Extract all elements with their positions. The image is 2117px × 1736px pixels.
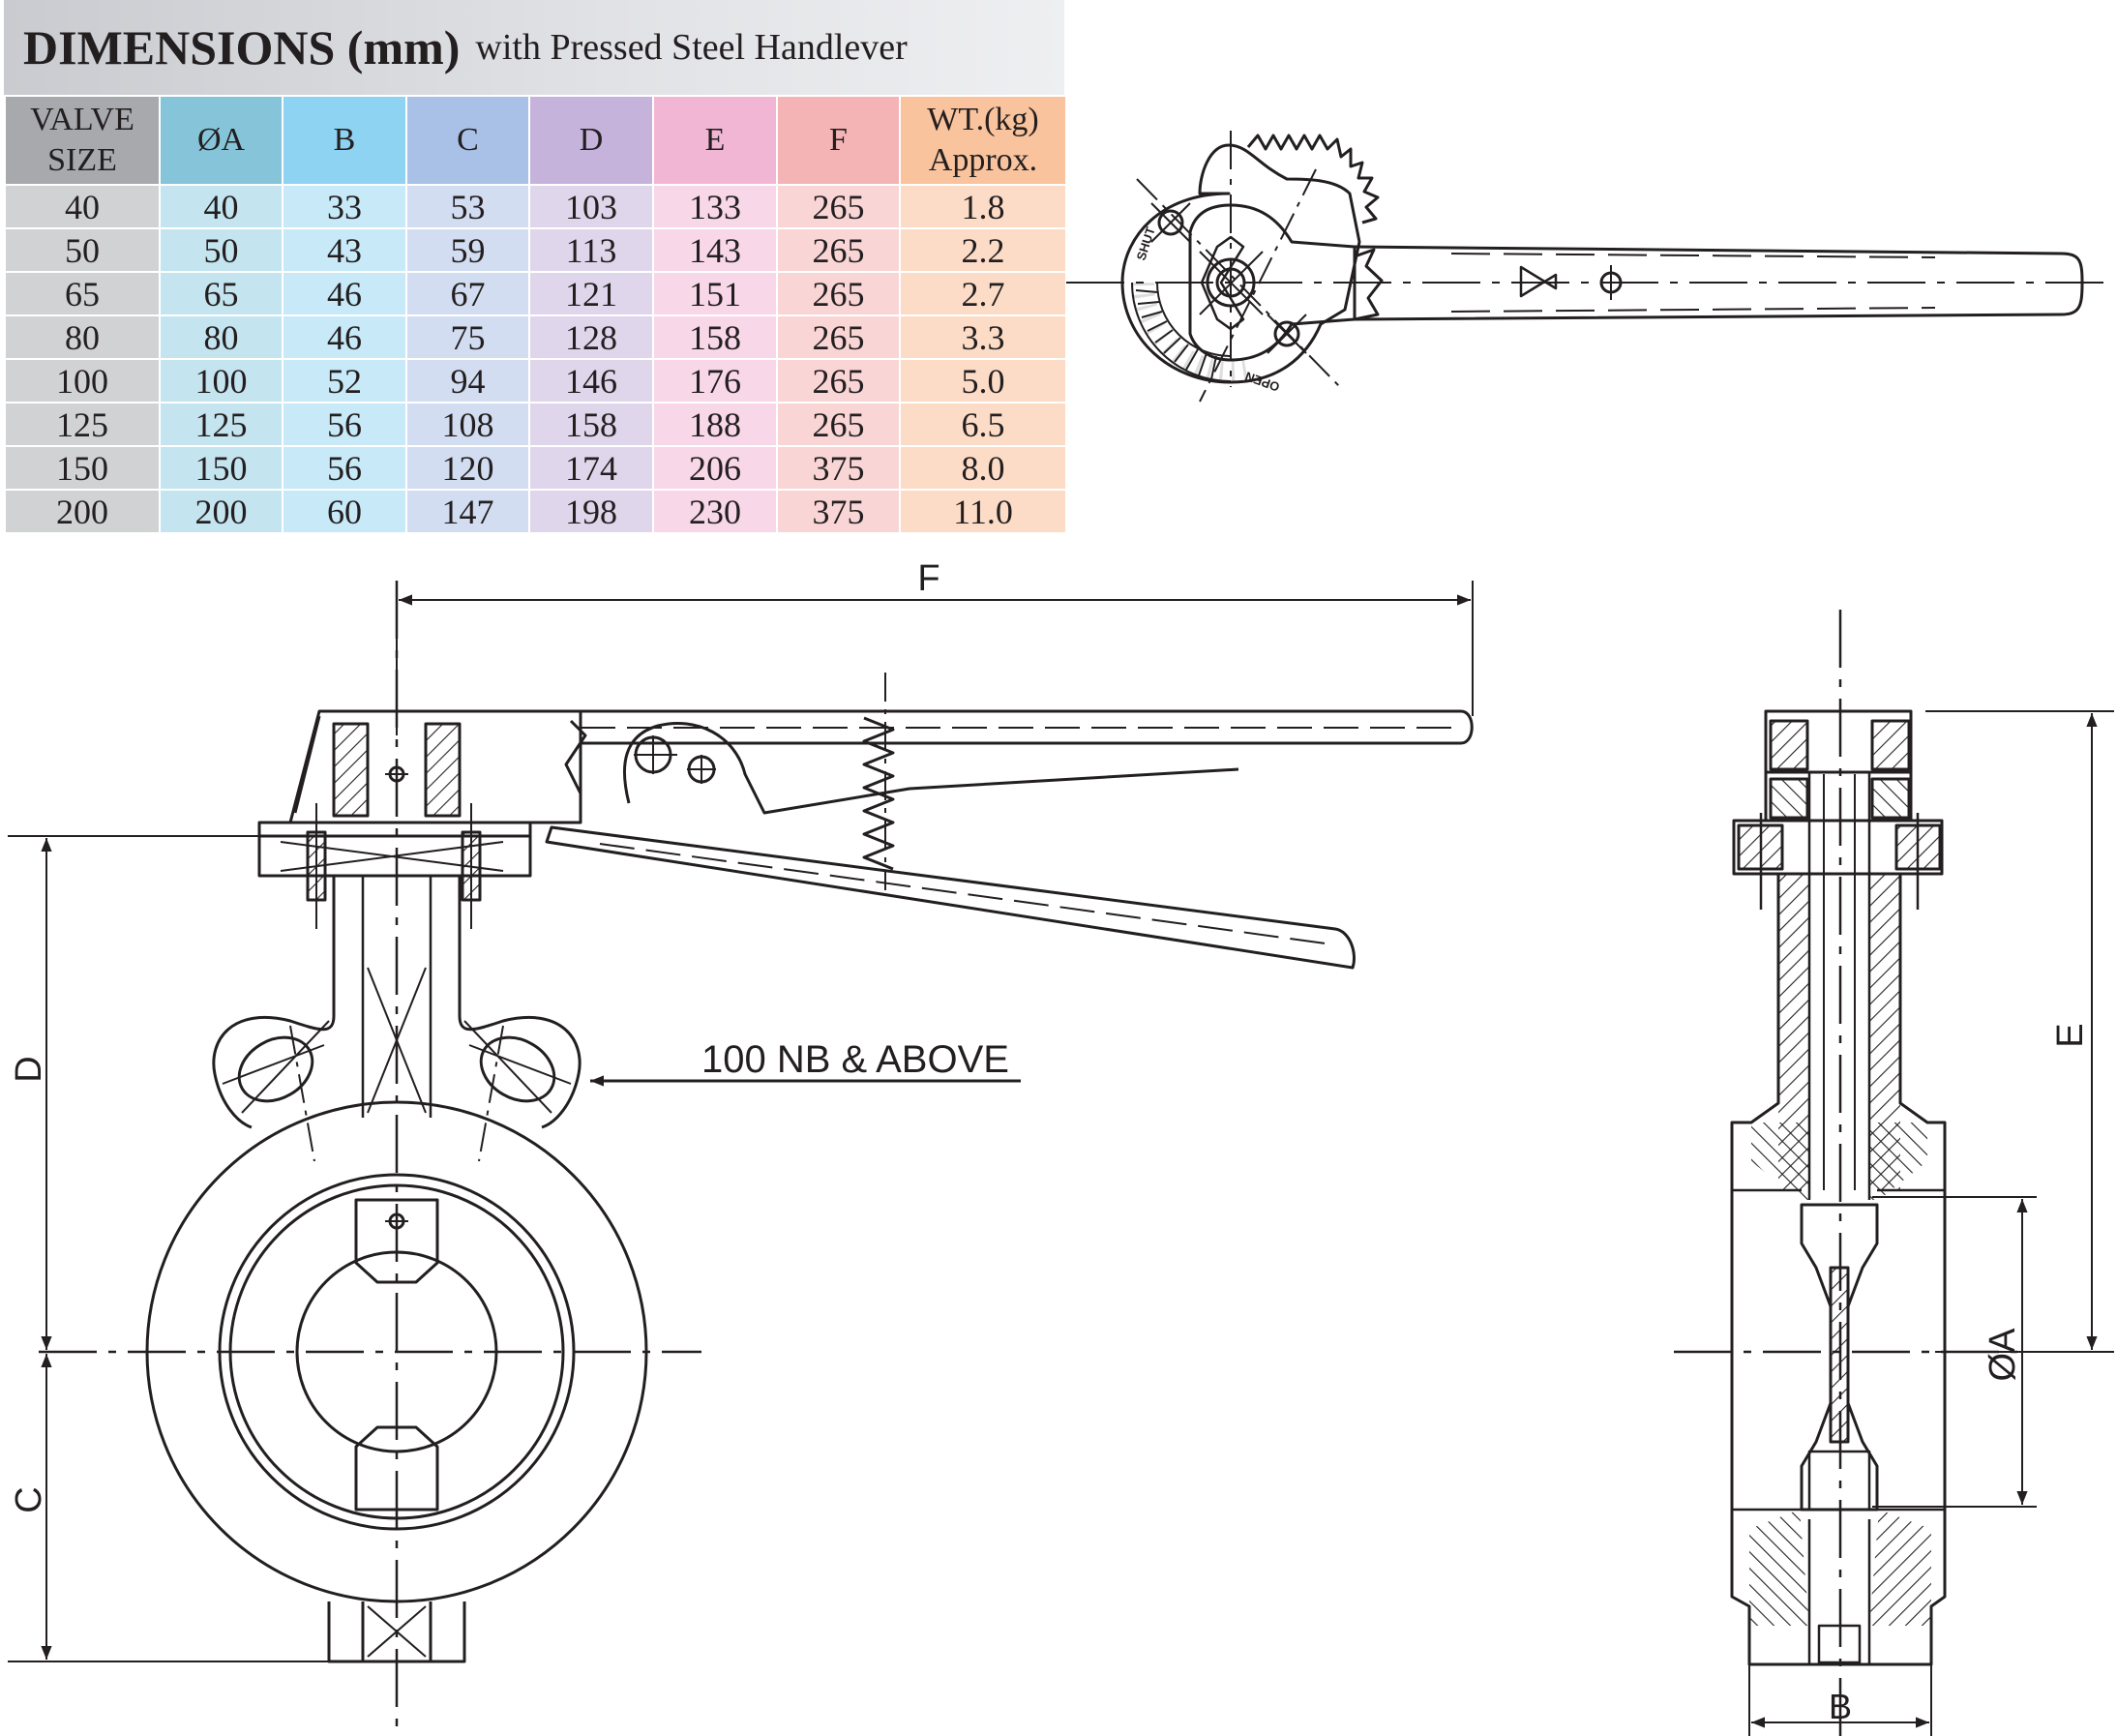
table-cell: 143 <box>652 227 778 273</box>
dim-label-a: ØA <box>1983 1328 2023 1382</box>
table-cell: 65 <box>159 271 283 316</box>
table-cell: 46 <box>282 271 407 316</box>
table-cell: 200 <box>4 489 161 534</box>
table-cell: 60 <box>282 489 407 534</box>
table-title-main: DIMENSIONS (mm) <box>23 20 461 75</box>
table-cell: 198 <box>528 489 654 534</box>
table-cell: 2.7 <box>899 271 1067 316</box>
table-cell: 147 <box>405 489 530 534</box>
table-cell: 50 <box>159 227 283 273</box>
table-cell: 206 <box>652 445 778 491</box>
table-cell: 80 <box>159 314 283 360</box>
table-cell: 103 <box>528 184 654 229</box>
table-cell: 375 <box>776 445 901 491</box>
header-cell: C <box>405 95 530 186</box>
table-cell: 150 <box>4 445 161 491</box>
table-cell: 11.0 <box>899 489 1067 534</box>
header-cell: B <box>282 95 407 186</box>
table-cell: 151 <box>652 271 778 316</box>
table-cell: 65 <box>4 271 161 316</box>
table-cell: 46 <box>282 314 407 360</box>
table-cell: 108 <box>405 402 530 447</box>
table-title: DIMENSIONS (mm) with Pressed Steel Handl… <box>4 0 1064 95</box>
table-cell: 75 <box>405 314 530 360</box>
table-cell: 128 <box>528 314 654 360</box>
table-cell: 59 <box>405 227 530 273</box>
table-cell: 146 <box>528 358 654 404</box>
table-cell: 67 <box>405 271 530 316</box>
table-cell: 265 <box>776 402 901 447</box>
table-cell: 8.0 <box>899 445 1067 491</box>
table-cell: 265 <box>776 358 901 404</box>
dim-label-e: E <box>2050 1023 2091 1047</box>
top-view <box>1066 131 2114 403</box>
table-cell: 56 <box>282 402 407 447</box>
side-view <box>1674 610 2114 1736</box>
table-title-sub: with Pressed Steel Handlever <box>475 27 908 68</box>
table-cell: 40 <box>159 184 283 229</box>
header-cell: E <box>652 95 778 186</box>
dim-label-f: F <box>917 558 939 599</box>
table-cell: 50 <box>4 227 161 273</box>
header-cell: F <box>776 95 901 186</box>
table-cell: 3.3 <box>899 314 1067 360</box>
table-cell: 121 <box>528 271 654 316</box>
table-cell: 375 <box>776 489 901 534</box>
table-cell: 265 <box>776 184 901 229</box>
table-cell: 158 <box>528 402 654 447</box>
table-cell: 113 <box>528 227 654 273</box>
front-view <box>8 581 1474 1736</box>
table-cell: 40 <box>4 184 161 229</box>
table-cell: 265 <box>776 227 901 273</box>
header-cell: D <box>528 95 654 186</box>
table-cell: 1.8 <box>899 184 1067 229</box>
table-cell: 150 <box>159 445 283 491</box>
table-cell: 56 <box>282 445 407 491</box>
table-cell: 5.0 <box>899 358 1067 404</box>
dim-label-d: D <box>9 1056 49 1082</box>
table-cell: 43 <box>282 227 407 273</box>
table-cell: 100 <box>159 358 283 404</box>
table-cell: 94 <box>405 358 530 404</box>
table-cell: 174 <box>528 445 654 491</box>
header-cell: ØA <box>159 95 283 186</box>
table-cell: 120 <box>405 445 530 491</box>
table-cell: 53 <box>405 184 530 229</box>
note-label: 100 NB & ABOVE <box>701 1038 1009 1081</box>
table-cell: 125 <box>159 402 283 447</box>
table-cell: 230 <box>652 489 778 534</box>
table-cell: 176 <box>652 358 778 404</box>
table-cell: 2.2 <box>899 227 1067 273</box>
dim-label-b: B <box>1829 1687 1852 1726</box>
table-cell: 158 <box>652 314 778 360</box>
header-cell: WT.(kg)Approx. <box>899 95 1067 186</box>
table-cell: 133 <box>652 184 778 229</box>
table-cell: 200 <box>159 489 283 534</box>
table-cell: 33 <box>282 184 407 229</box>
table-cell: 125 <box>4 402 161 447</box>
shut-label: SHUT <box>1134 225 1158 262</box>
table-cell: 100 <box>4 358 161 404</box>
table-cell: 52 <box>282 358 407 404</box>
table-cell: 188 <box>652 402 778 447</box>
table-cell: 80 <box>4 314 161 360</box>
table-cell: 265 <box>776 314 901 360</box>
table-cell: 265 <box>776 271 901 316</box>
dim-label-c: C <box>9 1486 49 1512</box>
table-cell: 6.5 <box>899 402 1067 447</box>
